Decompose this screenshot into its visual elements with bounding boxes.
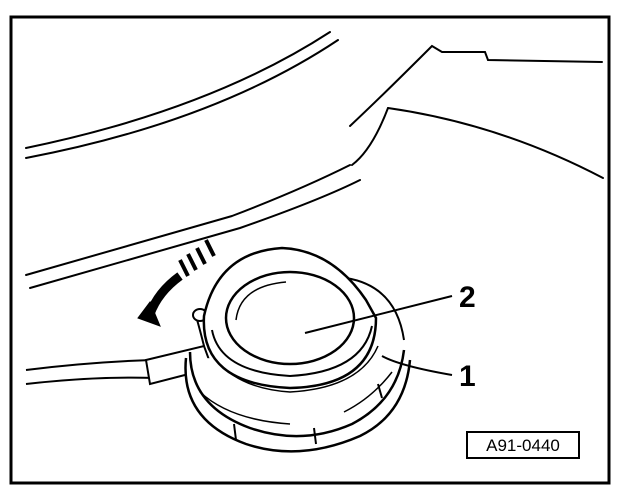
cable — [25, 308, 214, 386]
leader-line-1 — [381, 355, 453, 376]
callout-label-1: 1 — [459, 360, 476, 393]
cap — [202, 246, 379, 393]
leader-line-2 — [304, 295, 453, 334]
callout-label-2: 2 — [459, 281, 476, 314]
base-ring — [184, 277, 412, 453]
rotation-arrow-icon — [137, 239, 216, 327]
figure-frame — [9, 15, 611, 485]
figure-id: A91-0440 — [486, 436, 560, 455]
figure-id-box — [466, 431, 580, 459]
housing-contours — [25, 31, 604, 289]
leader-lines — [304, 295, 453, 376]
